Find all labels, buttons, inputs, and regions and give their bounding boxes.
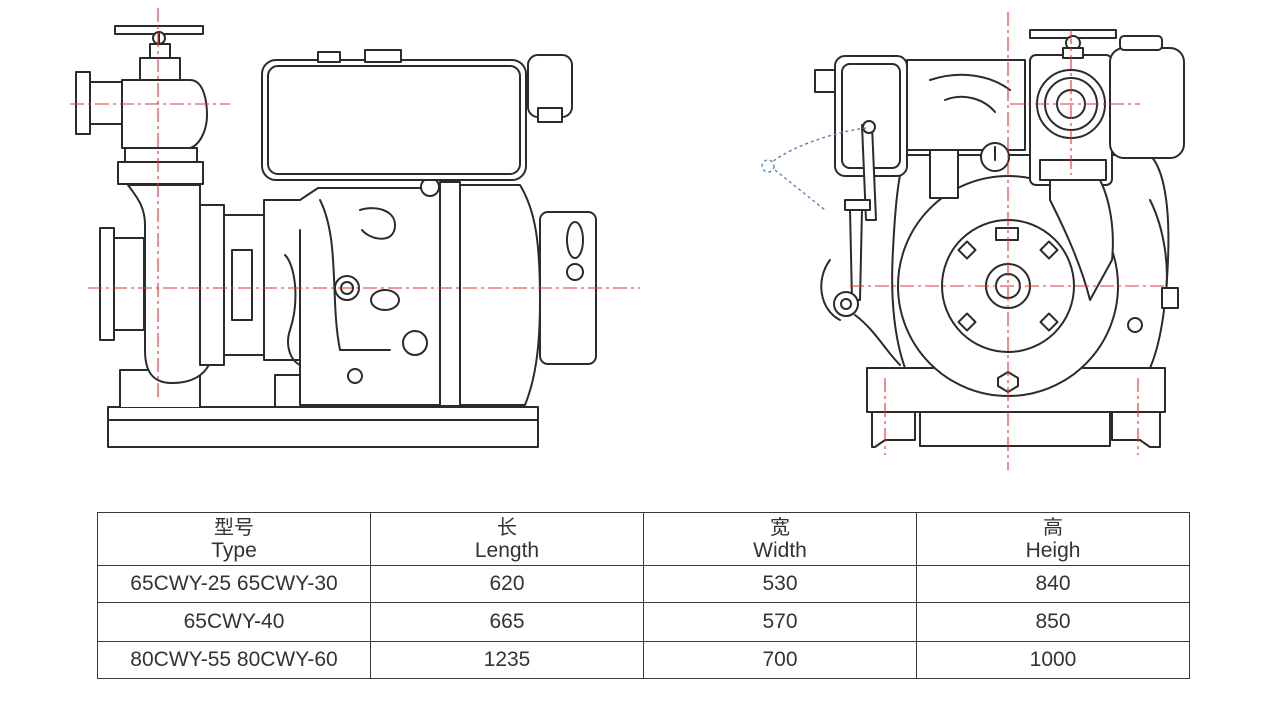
cell-height: 840: [916, 565, 1190, 603]
cell-type: 65CWY-40: [97, 602, 371, 642]
pump-side-view-drawing: [70, 8, 640, 448]
header-height-en: Heigh: [1025, 539, 1081, 562]
cell-length: 1235: [370, 641, 644, 679]
header-type: 型号 Type: [97, 512, 371, 566]
cell-height: 1000: [916, 641, 1190, 679]
technical-drawings: .ln { fill: none; stroke: #2b2b2b; strok…: [70, 8, 1185, 470]
table-row: 80CWY-55 80CWY-60 1235 700 1000: [97, 641, 1190, 679]
header-type-zh: 型号: [214, 515, 254, 539]
cell-width: 570: [643, 602, 917, 642]
cell-length: 620: [370, 565, 644, 603]
header-length: 长 Length: [370, 512, 644, 566]
pump-front-view-drawing: [761, 12, 1185, 470]
cell-length: 665: [370, 602, 644, 642]
cell-width: 700: [643, 641, 917, 679]
cell-width: 530: [643, 565, 917, 603]
header-width-zh: 宽: [770, 515, 790, 539]
header-length-zh: 长: [497, 515, 517, 539]
table-row: 65CWY-40 665 570 850: [97, 602, 1190, 642]
header-type-en: Type: [211, 539, 257, 562]
cell-type: 80CWY-55 80CWY-60: [97, 641, 371, 679]
header-width-en: Width: [753, 539, 807, 562]
cell-type: 65CWY-25 65CWY-30: [97, 565, 371, 603]
table-row: 65CWY-25 65CWY-30 620 530 840: [97, 565, 1190, 603]
header-height: 高 Heigh: [916, 512, 1190, 566]
header-length-en: Length: [474, 539, 540, 562]
header-width: 宽 Width: [643, 512, 917, 566]
cell-height: 850: [916, 602, 1190, 642]
dimensions-table: 型号 Type 长 Length 宽 Width 高 Heigh 65CWY-2…: [97, 512, 1190, 679]
header-row: 型号 Type 长 Length 宽 Width 高 Heigh: [97, 512, 1190, 566]
header-height-zh: 高: [1043, 515, 1063, 539]
